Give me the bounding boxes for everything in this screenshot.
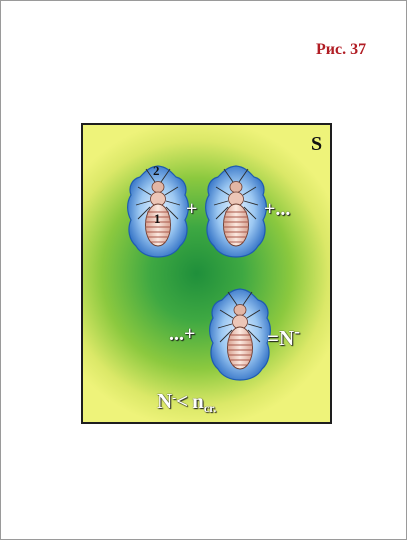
termite-nymph-icon xyxy=(204,163,268,259)
termite-nymph-icon xyxy=(208,286,272,382)
plus-ellipsis-operator: +... xyxy=(264,198,290,221)
equals-result: =N- xyxy=(267,321,300,351)
equals-result-sup: - xyxy=(294,321,300,341)
ellipsis-plus-operator: ...+ xyxy=(169,323,195,346)
condition-lhs: N xyxy=(157,389,172,413)
condition-rhs-sub: cr. xyxy=(204,401,217,415)
condition-rhs: n xyxy=(192,389,204,413)
diagram-panel: S 2 1 + +... ...+ =N- N-< ncr. xyxy=(81,123,332,424)
plus-operator: + xyxy=(186,198,197,221)
figure-caption: Рис. 37 xyxy=(316,41,366,59)
panel-label: S xyxy=(311,133,322,156)
threshold-condition: N-< ncr. xyxy=(157,389,216,416)
nymph-number-1: 1 xyxy=(154,211,161,227)
nymph-number-2: 2 xyxy=(153,163,160,179)
condition-relation: < xyxy=(176,389,188,413)
equals-result-text: =N xyxy=(267,326,294,350)
